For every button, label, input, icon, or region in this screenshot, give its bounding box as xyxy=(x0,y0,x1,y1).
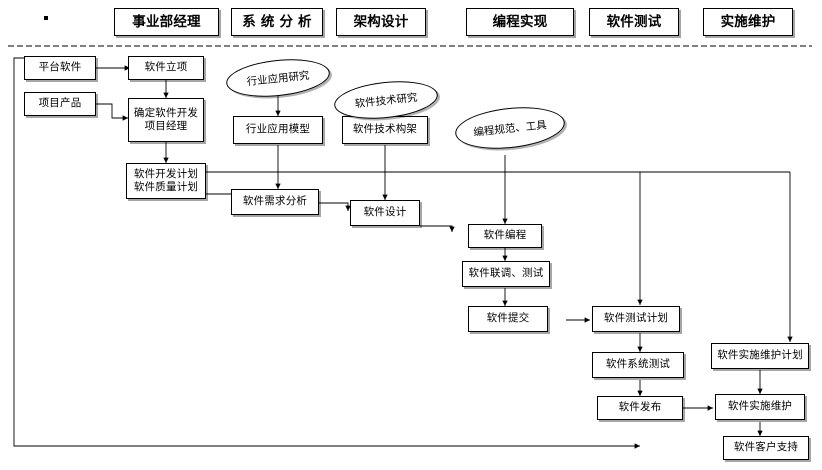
node-test-plan[interactable]: 软件测试计划 xyxy=(592,306,680,332)
header-lane-label: 事业部经理 xyxy=(132,13,201,30)
node-system-test[interactable]: 软件系统测试 xyxy=(592,352,684,378)
node-label: 软件需求分析 xyxy=(242,195,308,208)
node-project-product[interactable]: 项目产品 xyxy=(24,92,96,116)
header-lane-testing[interactable]: 软件测试 xyxy=(589,8,679,36)
node-software-design[interactable]: 软件设计 xyxy=(350,200,420,226)
node-platform-software[interactable]: 平台软件 xyxy=(24,56,96,80)
node-label: 项目产品 xyxy=(38,97,82,110)
header-lane-label: 系 统 分 析 xyxy=(242,13,312,30)
node-label: 行业应用模型 xyxy=(245,123,311,136)
node-label: 软件技术构架 xyxy=(352,123,418,136)
header-lane-system-analysis[interactable]: 系 统 分 析 xyxy=(231,8,323,36)
node-label: 确定软件开发 项目经理 xyxy=(133,106,199,132)
node-label: 软件编程 xyxy=(483,229,527,242)
node-impl-maintain-plan[interactable]: 软件实施维护计划 xyxy=(711,343,809,369)
node-label: 软件测试计划 xyxy=(603,312,669,325)
node-industry-app-research[interactable]: 行业应用研究 xyxy=(224,54,332,102)
node-coding-standard-tools[interactable]: 编程规范、工具 xyxy=(453,102,567,154)
node-impl-maintain[interactable]: 软件实施维护 xyxy=(715,394,805,420)
node-software-coding[interactable]: 软件编程 xyxy=(468,224,542,248)
node-label: 软件开发计划 软件质量计划 xyxy=(133,167,199,193)
node-assign-dev-manager[interactable]: 确定软件开发 项目经理 xyxy=(128,98,204,142)
node-software-release[interactable]: 软件发布 xyxy=(597,396,683,420)
node-label: 编程规范、工具 xyxy=(472,118,548,139)
node-label: 软件实施维护计划 xyxy=(717,349,803,362)
node-label: 软件立项 xyxy=(144,61,188,74)
node-label: 行业应用研究 xyxy=(246,69,311,88)
bullet-marker xyxy=(44,16,48,20)
header-lane-coding[interactable]: 编程实现 xyxy=(466,8,574,36)
node-industry-app-model[interactable]: 行业应用模型 xyxy=(233,116,323,144)
node-software-submit[interactable]: 软件提交 xyxy=(468,306,548,332)
node-software-tech-arch[interactable]: 软件技术构架 xyxy=(342,116,428,144)
node-label: 软件技术研究 xyxy=(354,91,419,110)
node-software-project-setup[interactable]: 软件立项 xyxy=(128,56,204,80)
node-label: 软件客户支持 xyxy=(733,441,799,454)
header-lane-label: 软件测试 xyxy=(606,13,662,30)
node-label: 软件系统测试 xyxy=(605,358,671,371)
node-requirement-analysis[interactable]: 软件需求分析 xyxy=(231,189,319,215)
node-label: 软件设计 xyxy=(363,206,407,219)
node-label: 软件提交 xyxy=(486,312,530,325)
node-dev-quality-plan[interactable]: 软件开发计划 软件质量计划 xyxy=(126,163,206,199)
node-customer-support[interactable]: 软件客户支持 xyxy=(723,436,809,460)
header-lane-label: 架构设计 xyxy=(353,13,409,30)
header-lane-maintenance[interactable]: 实施维护 xyxy=(703,8,793,36)
node-label: 软件发布 xyxy=(618,401,662,414)
header-lane-label: 实施维护 xyxy=(720,13,776,30)
header-lane-architecture[interactable]: 架构设计 xyxy=(336,8,426,36)
node-label: 平台软件 xyxy=(38,61,82,74)
header-lane-manager[interactable]: 事业部经理 xyxy=(114,8,219,36)
node-label: 软件实施维护 xyxy=(727,400,793,413)
node-joint-debug-test[interactable]: 软件联调、测试 xyxy=(462,261,550,287)
header-lane-label: 编程实现 xyxy=(492,13,548,30)
node-label: 软件联调、测试 xyxy=(468,267,544,280)
